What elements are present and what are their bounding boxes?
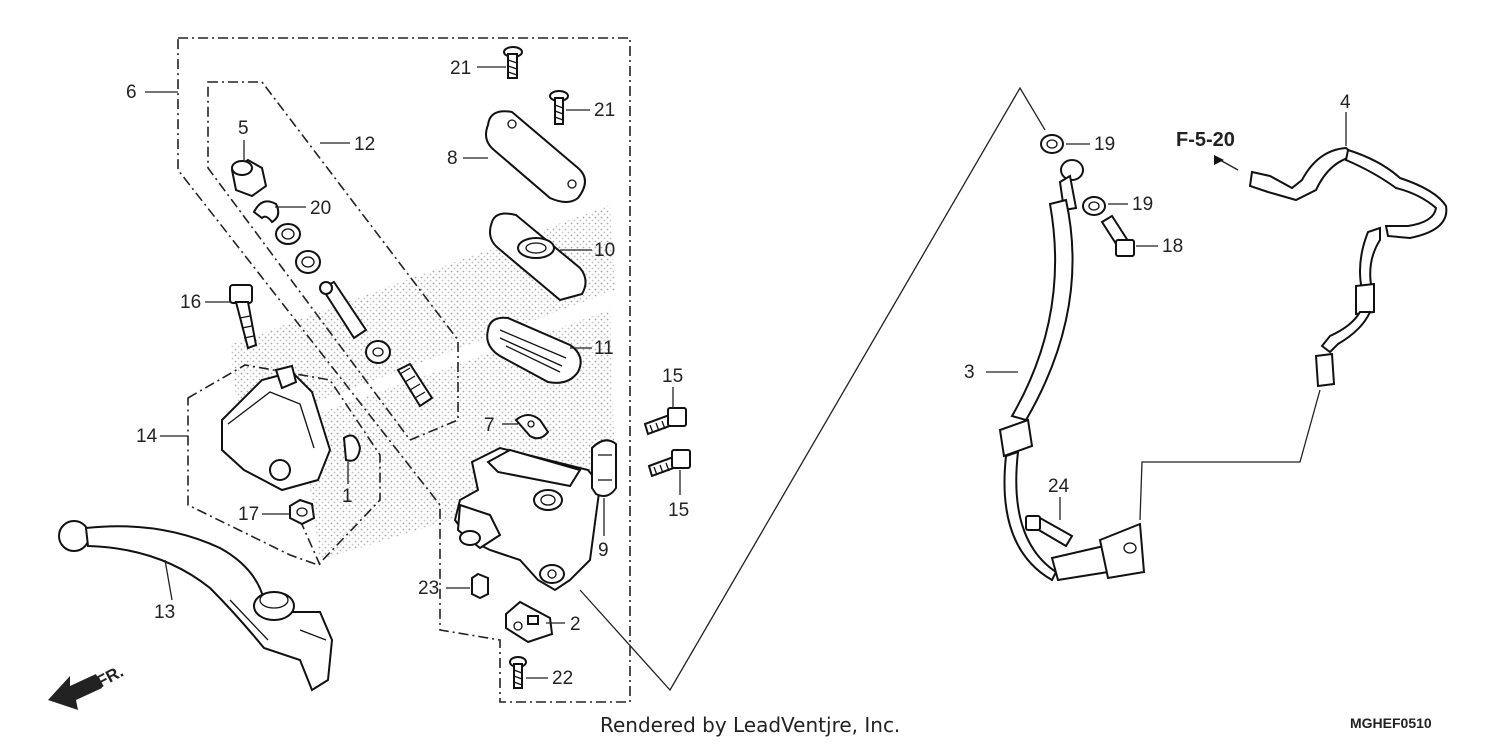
piston-cup — [365, 340, 391, 364]
lever-parts — [58, 284, 362, 692]
knuckle-14 — [221, 364, 332, 492]
oil-bolt-18 — [1100, 214, 1135, 257]
brake-switch-2 — [505, 600, 554, 644]
callout-23: 23 — [418, 578, 439, 599]
assembly-6-outline — [177, 37, 631, 703]
callout-9: 9 — [598, 540, 609, 561]
washer-ring — [275, 223, 301, 245]
screw-21-top — [503, 46, 523, 79]
callout-21-right: 21 — [594, 100, 615, 121]
brake-hose-3 — [998, 159, 1146, 582]
front-direction-arrow — [48, 674, 102, 710]
spring-1 — [342, 434, 362, 462]
reference-f-5-20: F-5-20 — [1176, 129, 1235, 151]
callout-3: 3 — [964, 362, 975, 383]
return-spring — [396, 362, 434, 408]
callout-16: 16 — [180, 292, 201, 313]
callout-8: 8 — [447, 148, 458, 169]
assembly-12-outline — [207, 81, 459, 441]
callout-1: 1 — [342, 486, 353, 507]
lever-13 — [58, 520, 334, 692]
washer-19-a — [1040, 134, 1064, 154]
brake-pipe-4 — [1248, 146, 1448, 388]
callout-15-upper: 15 — [662, 366, 683, 387]
assembly-14-outline — [187, 364, 381, 566]
credit-text: Rendered by LeadVentjre, Inc. — [600, 713, 900, 737]
callout-10: 10 — [594, 240, 615, 261]
circlip-20 — [252, 200, 280, 224]
diagram-code: MGHEF0510 — [1350, 715, 1432, 731]
callout-19-upper: 19 — [1094, 134, 1115, 155]
diaphragm-11 — [486, 316, 582, 384]
piston — [319, 280, 368, 340]
cap-23 — [471, 572, 489, 600]
bolt-15-upper — [643, 407, 687, 436]
callout-19-lower: 19 — [1132, 194, 1153, 215]
screw-22 — [509, 656, 527, 689]
callout-17: 17 — [238, 504, 259, 525]
screw-21-right — [549, 90, 569, 125]
callout-6: 6 — [126, 82, 137, 103]
cup-ring — [295, 250, 321, 274]
assembly-outlines — [177, 37, 631, 703]
callout-2: 2 — [570, 614, 581, 635]
callout-24: 24 — [1048, 476, 1070, 497]
nut-17 — [289, 498, 316, 526]
callout-4: 4 — [1340, 92, 1351, 113]
washer-19-b — [1082, 196, 1106, 216]
boot-5 — [230, 158, 268, 198]
callout-labels: 1 2 3 4 5 6 7 8 9 10 11 12 13 14 15 15 1… — [126, 58, 1351, 689]
bolt-24 — [1025, 515, 1074, 548]
clip-7 — [514, 414, 550, 440]
master-cylinder-parts — [453, 46, 691, 689]
callout-22: 22 — [552, 668, 573, 689]
callout-11: 11 — [594, 338, 614, 359]
callout-13: 13 — [154, 602, 175, 623]
diaphragm-plate-10 — [489, 212, 587, 302]
holder-9 — [591, 439, 617, 497]
bolt-15-lower — [647, 449, 691, 478]
leader-lines — [145, 66, 1347, 692]
callout-7: 7 — [484, 415, 495, 436]
callout-5: 5 — [238, 118, 249, 139]
callout-21-top: 21 — [450, 58, 471, 79]
hose-parts — [998, 134, 1448, 582]
master-cylinder-body — [453, 446, 602, 592]
callout-12: 12 — [354, 134, 375, 155]
piston-kit-parts — [230, 158, 434, 408]
callout-15-lower: 15 — [668, 500, 689, 521]
pivot-bolt-16 — [229, 284, 258, 350]
callout-14: 14 — [136, 426, 158, 447]
callout-18: 18 — [1162, 236, 1183, 257]
callout-20: 20 — [310, 198, 331, 219]
reservoir-cap-8 — [485, 110, 586, 203]
